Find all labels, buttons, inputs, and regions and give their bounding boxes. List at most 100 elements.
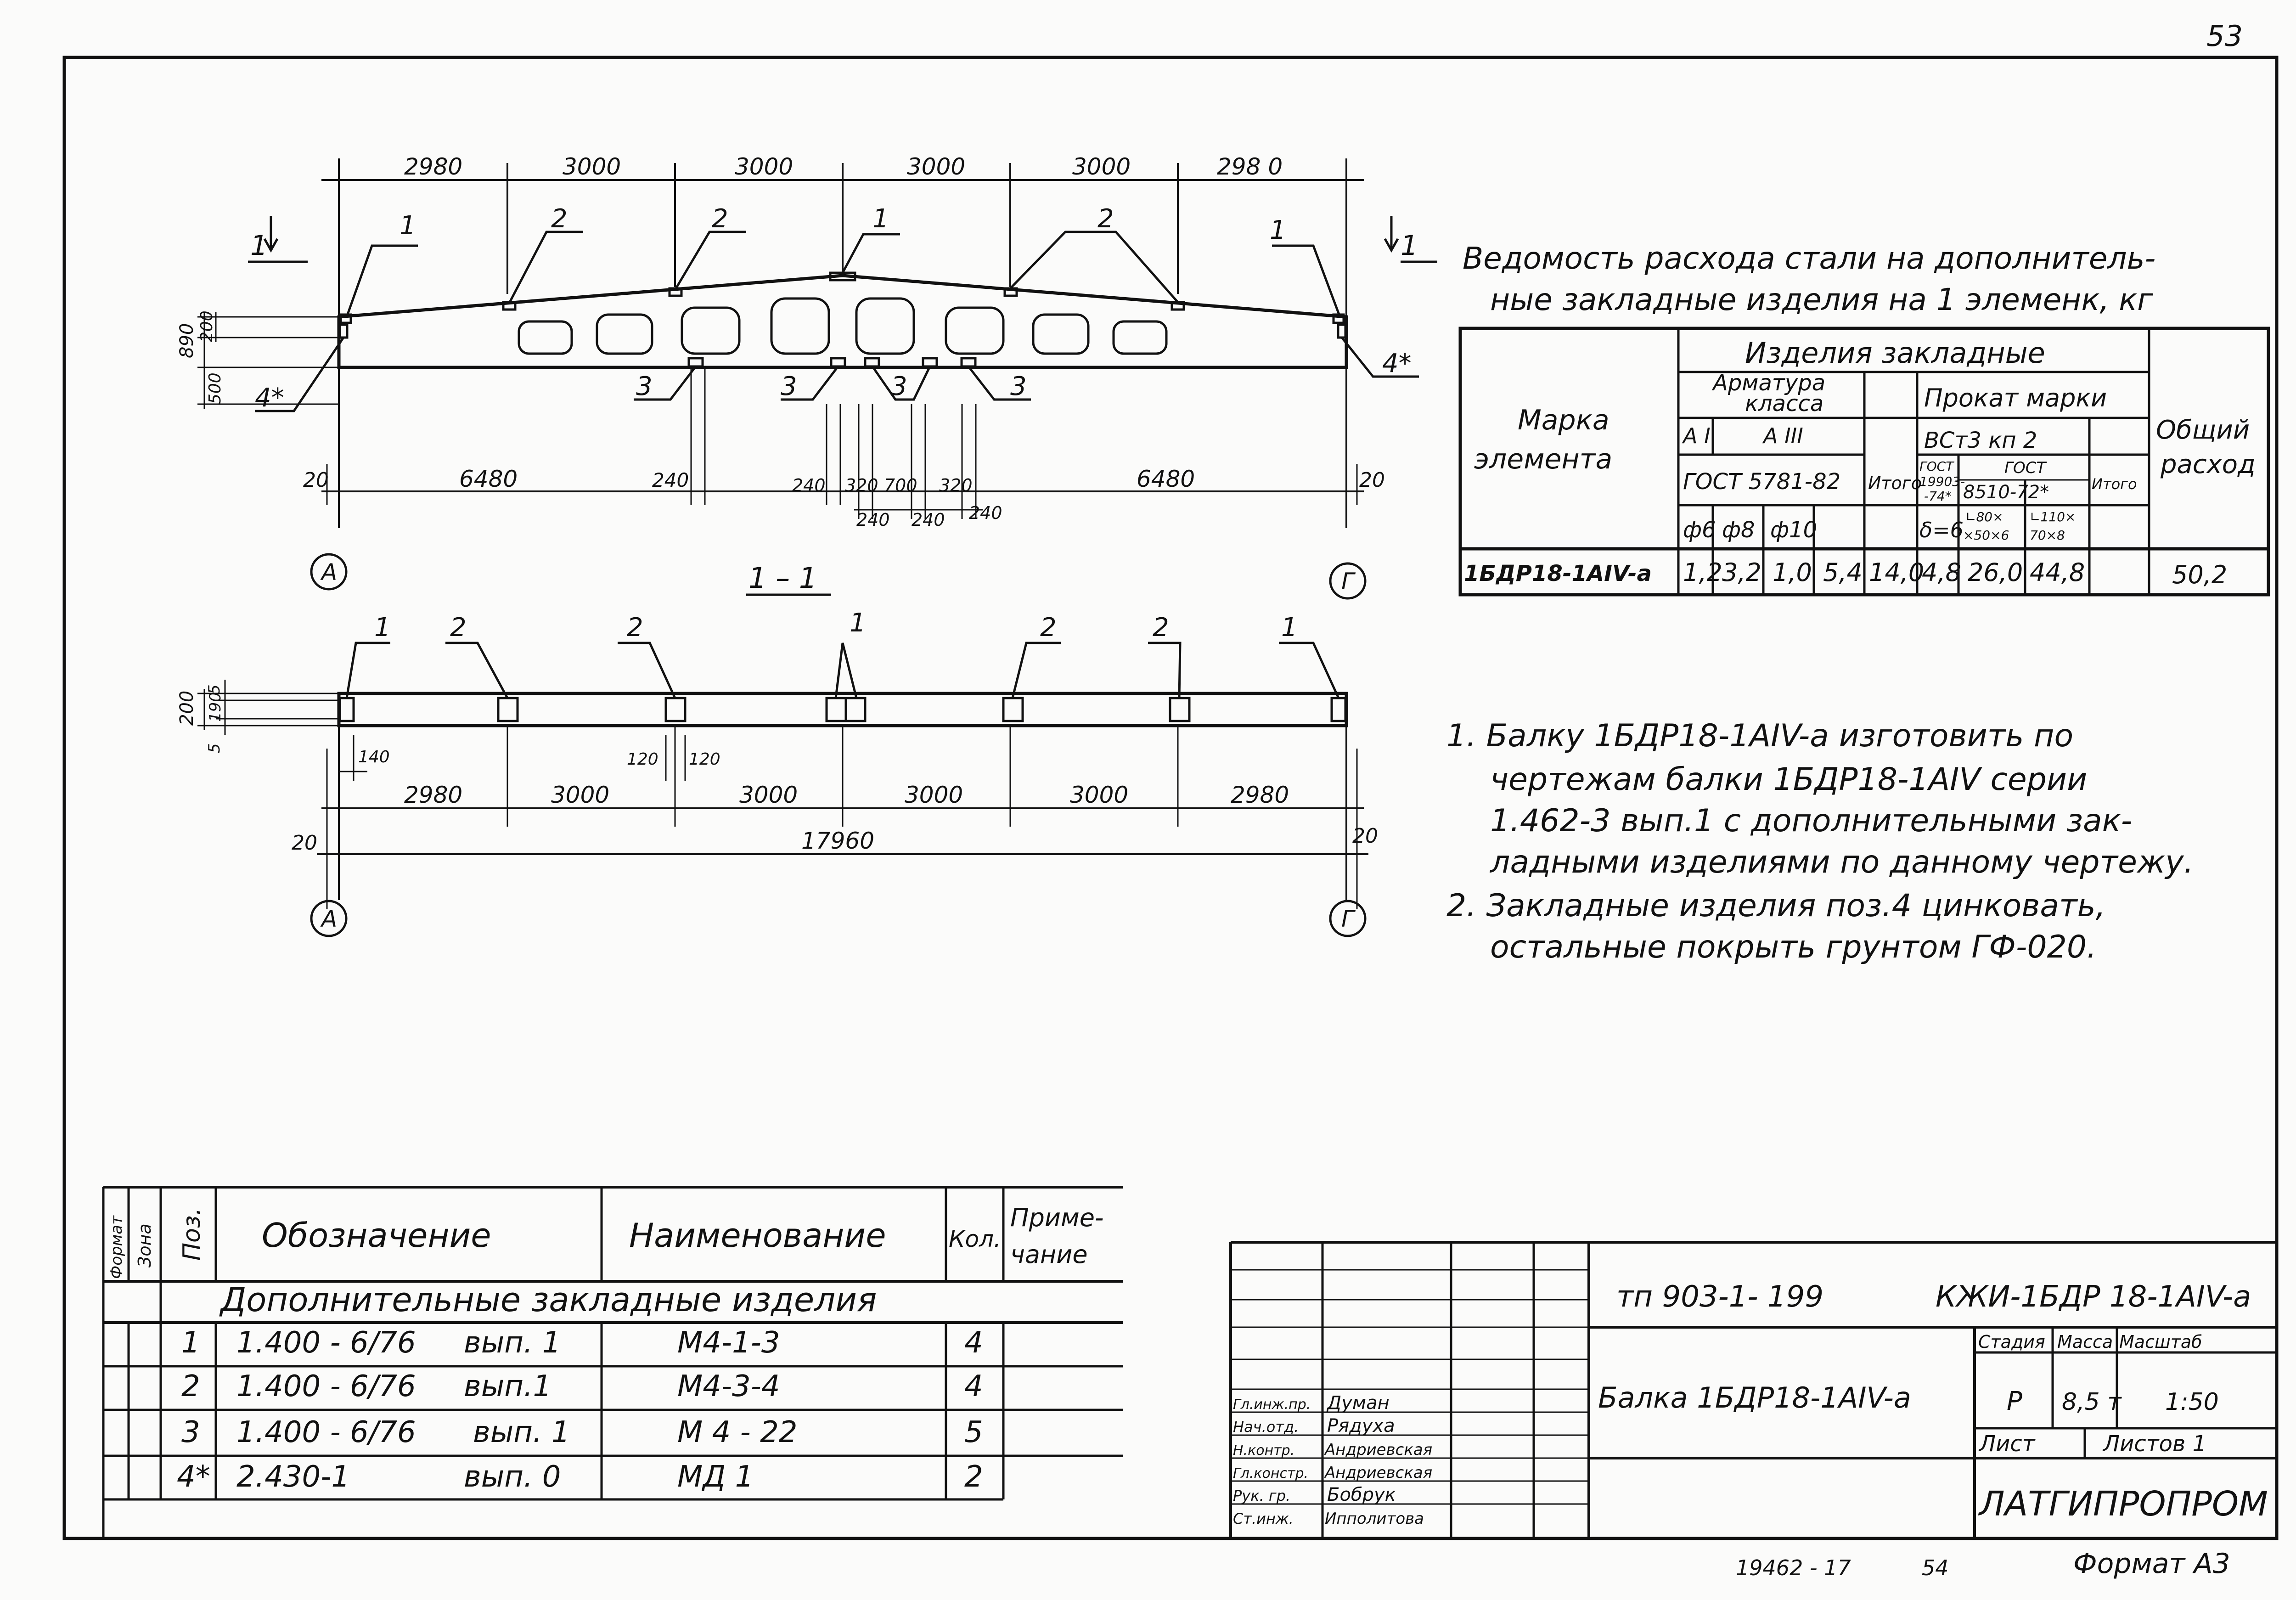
callout-3: 3 <box>636 372 653 401</box>
plan-height-190: 190 <box>206 692 225 722</box>
beam-outline <box>337 274 1348 369</box>
plan-callout-1: 1 <box>1281 613 1298 642</box>
tb-item: Балка 1БДР18-1АIV-а <box>1598 1381 1911 1414</box>
plan-overall: 17960 <box>801 828 874 854</box>
tb-role-2: Нач.отд. <box>1233 1418 1299 1436</box>
h-aiii: А III <box>1762 423 1803 448</box>
callout-3: 3 <box>891 372 907 401</box>
web-opening <box>596 313 653 355</box>
h-angle1-1: ∟80× <box>1965 509 2003 524</box>
h-gost-a-3: -74* <box>1924 489 1952 504</box>
dim-bottom-20-left: 20 <box>303 468 329 492</box>
row-total: 50,2 <box>2172 560 2227 589</box>
dim-top-6: 298 0 <box>1217 153 1283 180</box>
h-steel: ВСт3 кп 2 <box>1924 428 2037 453</box>
spec-row-2-doc: 1.400 - 6/76 <box>236 1369 416 1403</box>
h-gost-b-1: ГОСТ <box>2004 459 2047 477</box>
spec-row-4-pos: 4* <box>177 1460 210 1494</box>
spec-row-1-qty: 4 <box>964 1326 983 1360</box>
dim-bottom-20-right: 20 <box>1359 468 1385 492</box>
tb-name-6: Ипполитова <box>1325 1510 1424 1528</box>
tb-name-4: Андриевская <box>1324 1464 1432 1482</box>
h-d8: ф8 <box>1722 517 1755 543</box>
callout-2: 2 <box>712 204 728 234</box>
h-gost-rebar: ГОСТ 5781-82 <box>1683 469 1840 495</box>
callout-3: 3 <box>781 372 797 401</box>
steel-table: Ведомость расхода стали на дополнитель- … <box>1458 241 2270 597</box>
footer: 19462 - 17 54 Формат А3 <box>1736 1548 2230 1580</box>
plan-callout-2: 2 <box>1040 613 1057 642</box>
beam-plan <box>197 642 1368 937</box>
h-angle2-1: ∟110× <box>2030 509 2076 524</box>
spec-row-3-vyp: вып. 1 <box>473 1415 570 1449</box>
plan-height-5-bottom: 5 <box>205 743 224 753</box>
spec-row-2-name: М4-3-4 <box>677 1369 780 1403</box>
h-designation: Обозначение <box>262 1216 491 1255</box>
h-mark-1: Марка <box>1518 404 1609 436</box>
plan-dim-3: 3000 <box>739 782 798 808</box>
web-opening <box>1112 320 1168 355</box>
note-1-line-4: ладными изделиями по данному чертежу. <box>1489 844 2194 880</box>
dim-top-2: 3000 <box>563 153 621 180</box>
callout-1: 1 <box>400 211 416 241</box>
plan-end-20-right: 20 <box>1352 824 1378 848</box>
h-zone: Зона <box>135 1223 155 1268</box>
note-2-line-2: остальные покрыть грунтом ГФ-020. <box>1490 929 2097 965</box>
dim-top-3: 3000 <box>735 153 793 180</box>
axis-g-label: Г <box>1341 568 1356 595</box>
plan-end-20-left: 20 <box>292 831 317 855</box>
row-mark: 1БДР18-1АIV-а <box>1464 561 1652 586</box>
footer-code: 19462 - 17 <box>1736 1555 1851 1580</box>
note-1-line-1: 1. Балку 1БДР18-1АIV-а изготовить по <box>1446 718 2073 754</box>
steel-table-title-2: ные закладные изделия на 1 элеменк, кг <box>1490 282 2153 317</box>
h-angle1-2: ×50×6 <box>1963 528 2009 543</box>
callout-1: 1 <box>872 204 889 234</box>
plan-callout-2: 2 <box>1153 613 1169 642</box>
dim-top-5: 3000 <box>1072 153 1131 180</box>
axis-a-bubble <box>310 900 348 937</box>
tb-stage: Р <box>2007 1386 2022 1416</box>
spec-row-1-name: М4-1-3 <box>677 1326 780 1360</box>
plan-dim-120-b: 120 <box>689 750 720 769</box>
tb-role-1: Гл.инж.пр. <box>1233 1397 1311 1413</box>
plan-callout-2: 2 <box>450 613 467 642</box>
tb-code-left: тп 903-1- 199 <box>1616 1280 1823 1314</box>
h-gost-b-2: 8510-72* <box>1963 482 2049 503</box>
spec-row-2-vyp: вып.1 <box>464 1369 551 1403</box>
section-title: 1 – 1 <box>748 561 817 595</box>
h-note-1: Приме- <box>1010 1203 1103 1232</box>
dim-lower-240-c: 240 <box>969 503 1002 523</box>
spec-row-3-name: М 4 - 22 <box>677 1415 798 1449</box>
tb-name-1: Думан <box>1326 1392 1390 1414</box>
tb-code-right: КЖИ-1БДР 18-1АIV-а <box>1936 1280 2251 1314</box>
h-gost-a-1: ГОСТ <box>1919 459 1954 474</box>
row-d10: 1,0 <box>1773 558 1812 587</box>
tb-h-stage: Стадия <box>1978 1332 2045 1352</box>
section-mark-right: 1 <box>1401 230 1418 262</box>
dim-bottom-240-b: 240 <box>792 475 826 496</box>
tb-scale: 1:50 <box>2165 1388 2219 1416</box>
dim-lower-240-b: 240 <box>912 510 945 530</box>
spec-row-3-pos: 3 <box>181 1415 200 1449</box>
spec-row-4-doc: 2.430-1 <box>236 1460 350 1494</box>
axis-a-label: А <box>320 559 337 586</box>
row-d6: 1,2 <box>1683 558 1722 587</box>
plan-dim-5: 3000 <box>1070 782 1128 808</box>
row-plate: 14,0 <box>1869 558 1924 587</box>
h-d6: ф6 <box>1683 517 1716 543</box>
h-rebar-2: класса <box>1745 391 1823 417</box>
spec-row-2-qty: 4 <box>964 1369 983 1403</box>
spec-section-title: Дополнительные закладные изделия <box>219 1280 877 1319</box>
tb-sheet: Лист <box>1978 1431 2036 1457</box>
row-itogo-rebar: 5,4 <box>1823 558 1863 587</box>
h-products: Изделия закладные <box>1745 336 2045 370</box>
dim-bottom-240-a: 240 <box>652 469 689 491</box>
callout-2: 2 <box>1097 204 1114 234</box>
tb-name-2: Рядуха <box>1327 1415 1395 1437</box>
plan-axis-g-label: Г <box>1341 906 1356 932</box>
axis-g-bubble <box>1329 562 1367 600</box>
web-opening <box>770 297 830 355</box>
plan-dim-4: 3000 <box>905 782 963 808</box>
dim-bottom-700: 700 <box>884 475 917 496</box>
spec-row-3-doc: 1.400 - 6/76 <box>236 1415 416 1449</box>
